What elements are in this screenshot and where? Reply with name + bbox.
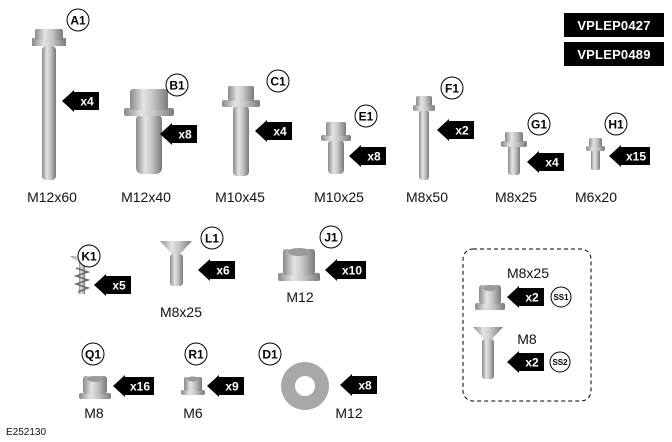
reference-badge-1: VPLEP0427 [564, 13, 664, 37]
callout-e1: E1 [354, 104, 378, 128]
qty-label: x8 [178, 128, 192, 142]
callout-label: R1 [188, 348, 204, 362]
qty-arrow-d1: x8 [340, 374, 377, 396]
size-label-ss2: M8 [517, 331, 537, 347]
callout-k1: K1 [77, 244, 101, 268]
callout-a1: A1 [66, 8, 90, 32]
bolt-c1 [222, 86, 260, 176]
qty-arrow-k1: x5 [94, 274, 131, 296]
callout-f1: F1 [440, 76, 464, 100]
callout-ss2: SS2 [549, 351, 571, 373]
bolt-b1 [124, 89, 174, 174]
qty-label: x2 [525, 291, 539, 305]
qty-label: x4 [273, 125, 287, 139]
callout-label: H1 [608, 118, 624, 132]
reference-badge-2: VPLEP0489 [564, 42, 664, 66]
qty-arrow-q1: x16 [113, 375, 154, 397]
callout-j1: J1 [319, 225, 343, 249]
callout-ss1: SS1 [550, 286, 572, 308]
callout-h1: H1 [604, 112, 628, 136]
size-label-a1: M12x60 [27, 189, 77, 205]
callout-g1: G1 [527, 112, 551, 136]
qty-label: x2 [525, 356, 539, 370]
bolt-g1 [501, 132, 527, 175]
qty-label: x9 [225, 380, 239, 394]
qty-arrow-c1: x4 [255, 120, 292, 142]
callout-c1: C1 [266, 69, 290, 93]
qty-arrow-g1: x4 [527, 151, 564, 173]
size-label-ss1: M8x25 [506, 265, 550, 281]
callout-r1: R1 [184, 342, 208, 366]
qty-arrow-e1: x8 [349, 145, 386, 167]
callout-label: A1 [70, 14, 86, 28]
callout-label: J1 [324, 231, 338, 245]
qty-arrow-f1: x2 [437, 119, 474, 141]
callout-label: B1 [169, 79, 185, 93]
callout-l1: L1 [200, 226, 224, 250]
bolt-h1 [586, 138, 605, 170]
special-set-box [462, 248, 592, 402]
callout-label: C1 [270, 75, 286, 89]
size-label-b1: M12x40 [121, 189, 171, 205]
qty-label: x16 [130, 380, 150, 394]
nut-q1 [79, 376, 111, 399]
size-label-d1: M12 [335, 405, 363, 421]
size-label-l1: M8x25 [159, 304, 203, 320]
bolt-e1 [321, 122, 351, 174]
callout-d1: D1 [258, 342, 282, 366]
nut-r1 [181, 376, 205, 395]
figure-id: E252130 [6, 427, 47, 438]
qty-arrow-l1: x6 [198, 259, 235, 281]
nut-j1 [278, 248, 320, 281]
qty-label: x4 [545, 156, 559, 170]
callout-label: K1 [81, 250, 97, 264]
qty-arrow-b1: x8 [160, 123, 197, 145]
callout-b1: B1 [165, 73, 189, 97]
size-label-q1: M8 [84, 405, 104, 421]
size-label-j1: M12 [286, 289, 314, 305]
callout-label: E1 [359, 110, 374, 124]
callout-label: Q1 [85, 348, 101, 362]
callout-label: F1 [445, 82, 459, 96]
qty-label: x5 [112, 279, 126, 293]
size-label-h1: M6x20 [574, 189, 618, 205]
size-label-g1: M8x25 [494, 189, 538, 205]
size-label-f1: M8x50 [405, 189, 449, 205]
qty-arrow-a1: x4 [62, 90, 99, 112]
qty-label: x8 [367, 150, 381, 164]
size-label-e1: M10x25 [314, 189, 364, 205]
callout-label: SS1 [553, 293, 569, 302]
nut-ss1 [475, 285, 505, 310]
qty-arrow-j1: x10 [325, 259, 366, 281]
qty-arrow-ss1: x2 [507, 286, 544, 308]
callout-label: L1 [205, 232, 219, 246]
qty-label: x6 [216, 264, 230, 278]
bolt-ss2 [473, 327, 503, 379]
callout-label: D1 [262, 348, 278, 362]
washer-d1 [281, 362, 329, 410]
bolt-f1 [413, 96, 435, 180]
qty-arrow-h1: x15 [609, 145, 650, 167]
qty-label: x15 [626, 150, 646, 164]
qty-arrow-r1: x9 [207, 375, 244, 397]
qty-label: x4 [80, 95, 94, 109]
callout-q1: Q1 [81, 342, 105, 366]
callout-label: G1 [531, 118, 547, 132]
qty-label: x10 [342, 264, 362, 278]
bolt-l1 [160, 241, 192, 286]
size-label-r1: M6 [183, 405, 203, 421]
bolt-a1 [32, 29, 66, 180]
qty-label: x2 [455, 124, 469, 138]
qty-arrow-ss2: x2 [507, 351, 544, 373]
size-label-c1: M10x45 [215, 189, 265, 205]
callout-label: SS2 [552, 358, 568, 367]
qty-label: x8 [358, 379, 372, 393]
